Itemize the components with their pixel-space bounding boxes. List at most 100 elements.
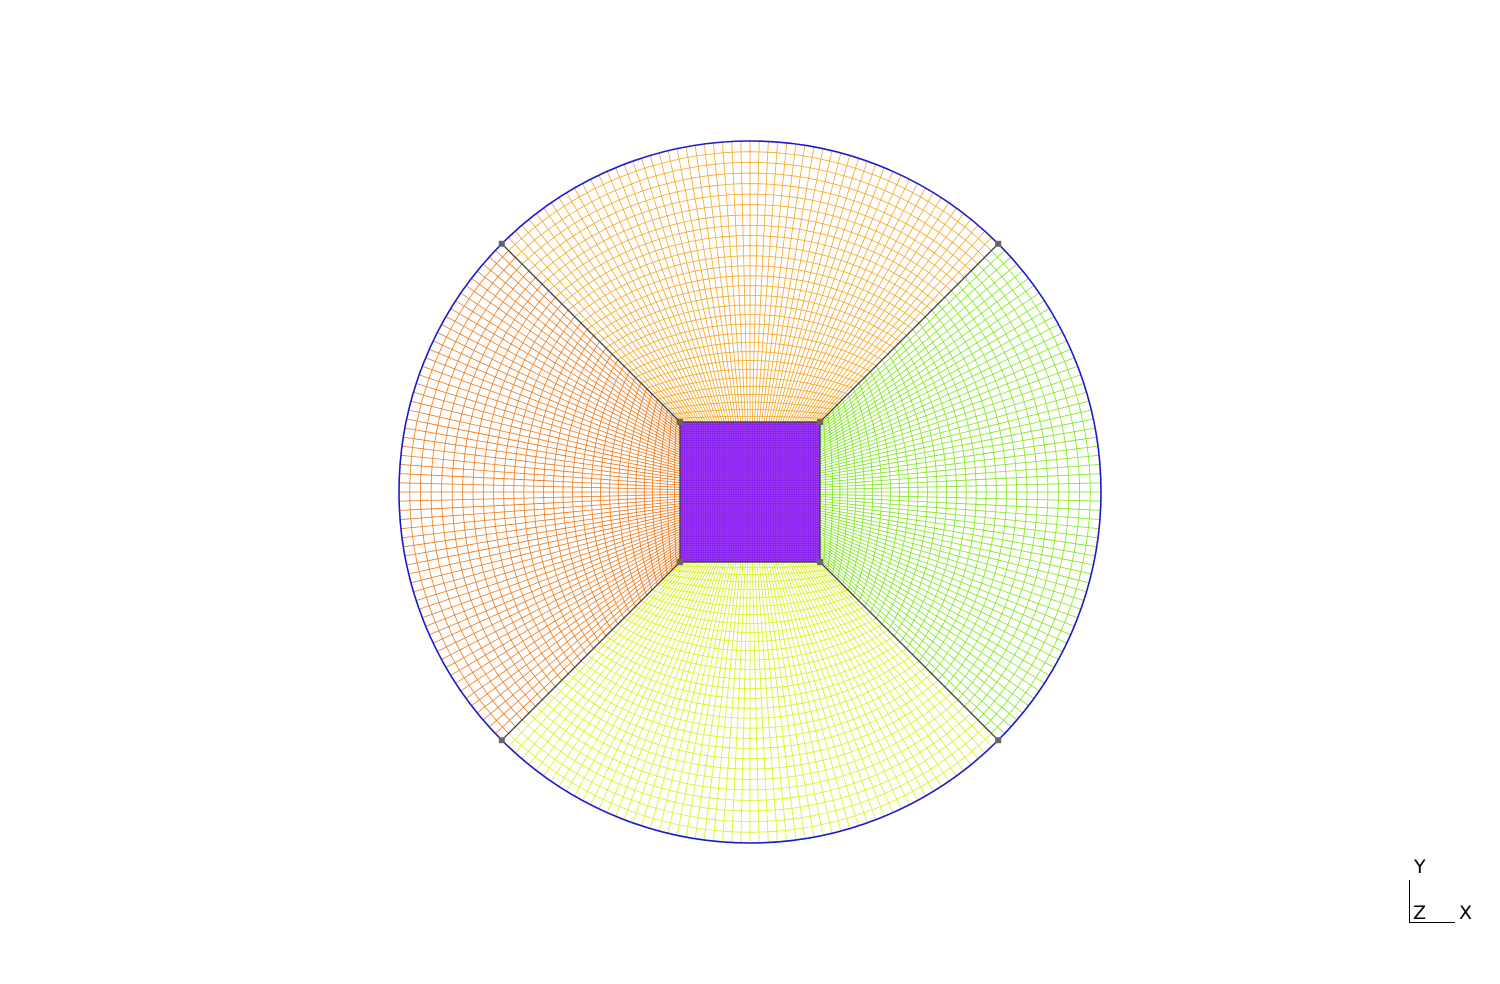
mesh-vertex[interactable]: [498, 737, 505, 744]
mesh-line: [810, 561, 972, 766]
mesh-line: [514, 561, 685, 754]
axis-z-label: Z: [1413, 902, 1427, 924]
mesh-vertex[interactable]: [817, 419, 823, 425]
mesh-line: [819, 524, 1078, 619]
mesh-line: [685, 561, 735, 838]
mesh-line: [471, 549, 681, 707]
mesh-line: [819, 308, 1050, 444]
mesh-line: [450, 308, 681, 444]
mesh-block-bottom[interactable]: [501, 561, 999, 844]
mesh-line: [403, 436, 681, 479]
mesh-line: [550, 561, 697, 782]
mesh-line: [416, 519, 681, 601]
mesh-vertex[interactable]: [995, 737, 1002, 744]
mesh-line: [819, 552, 1024, 714]
mesh-line: [400, 500, 681, 530]
mesh-line: [819, 427, 1096, 477]
mesh-line: [400, 454, 681, 484]
mesh-line: [807, 213, 965, 423]
mesh-line: [703, 561, 739, 841]
mesh-vertex[interactable]: [677, 419, 683, 425]
mesh-line: [810, 218, 972, 423]
block-edge: [501, 243, 681, 423]
mesh-line: [465, 285, 681, 437]
mesh-line: [819, 507, 1096, 557]
mesh-line: [782, 164, 877, 423]
mesh-line: [772, 152, 842, 423]
mesh-line: [632, 561, 721, 824]
mesh-line: [819, 277, 1029, 435]
mesh-line: [819, 250, 1005, 425]
mesh-block-right[interactable]: [819, 243, 1102, 741]
mesh-line: [819, 545, 1040, 692]
mesh-vertices: [498, 240, 1002, 744]
mesh-vertex[interactable]: [817, 559, 823, 565]
mesh-line: [819, 263, 1018, 430]
mesh-line: [658, 561, 728, 832]
mesh-line: [437, 332, 681, 451]
mesh-line: [488, 256, 681, 427]
mesh-line: [819, 285, 1035, 437]
mesh-line: [805, 207, 957, 423]
mesh-line: [422, 365, 681, 460]
mesh-line: [819, 559, 1005, 734]
mesh-line: [786, 561, 894, 813]
mesh-line: [455, 300, 681, 442]
mesh-line: [550, 202, 697, 423]
mesh-line: [798, 192, 934, 423]
outer-boundary[interactable]: [398, 140, 1102, 844]
mesh-line: [819, 300, 1045, 442]
mesh-line: [416, 383, 681, 465]
mesh-block-left[interactable]: [398, 243, 681, 741]
mesh-line: [400, 464, 681, 486]
mesh-line: [399, 493, 681, 502]
mesh-line: [819, 549, 1029, 707]
mesh-line: [667, 150, 730, 423]
mesh-line: [819, 531, 1067, 644]
mesh-line: [450, 540, 681, 676]
mesh-line: [819, 500, 1100, 530]
mesh-line: [740, 561, 749, 843]
mesh-block-top[interactable]: [501, 140, 999, 423]
mesh-line: [779, 561, 868, 824]
mesh-line: [819, 503, 1099, 539]
mesh-line: [521, 224, 688, 423]
mesh-line: [676, 148, 732, 423]
mesh-line: [694, 561, 737, 839]
axis-x-line: [1409, 922, 1455, 923]
mesh-vertex[interactable]: [498, 240, 505, 247]
mesh-line: [606, 561, 714, 813]
mesh-line: [819, 521, 1082, 610]
mesh-line: [401, 503, 681, 539]
mesh-line: [543, 561, 695, 777]
mesh-line: [819, 292, 1040, 439]
mesh-vertex[interactable]: [995, 240, 1002, 247]
mesh-line: [819, 538, 1055, 668]
mesh-vertex[interactable]: [677, 559, 683, 565]
mesh-line: [543, 207, 695, 423]
mesh-line: [731, 141, 746, 423]
mesh-line: [819, 316, 1055, 446]
mesh-line: [406, 418, 681, 474]
mesh-line: [528, 218, 690, 423]
mesh-line: [482, 263, 681, 430]
mesh-line: [399, 473, 681, 488]
mesh-line: [819, 365, 1078, 460]
mesh-line: [528, 561, 690, 766]
mesh-line: [798, 561, 934, 792]
mesh-line: [754, 561, 769, 843]
mesh-line: [445, 538, 681, 668]
mesh-block-center[interactable]: [679, 421, 821, 563]
mesh-line: [425, 526, 681, 627]
mesh-line: [712, 561, 742, 842]
mesh-line: [796, 561, 926, 797]
mesh-line: [722, 561, 744, 842]
mesh-line: [566, 561, 702, 792]
mesh-line: [685, 146, 735, 423]
mesh-line: [819, 554, 1018, 721]
mesh-line: [761, 143, 797, 423]
mesh-line: [793, 561, 918, 801]
mesh-line: [765, 561, 815, 838]
